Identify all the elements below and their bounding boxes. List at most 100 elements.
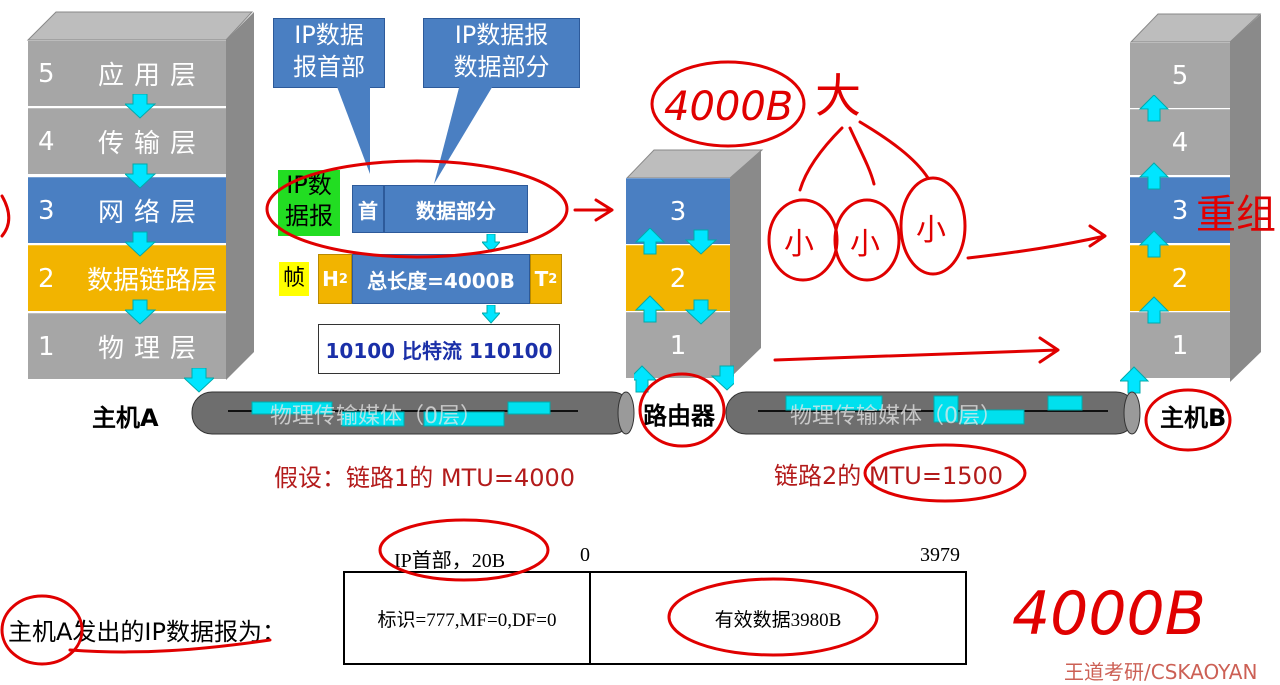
underline-row-label [68, 638, 272, 654]
handwritten-small-3: 小 [916, 213, 946, 248]
layer-number: 4 [38, 126, 55, 157]
host-b-layer-1: 1 [1130, 312, 1230, 378]
bit-block [507, 401, 551, 415]
up-arrow-icon [1138, 230, 1170, 258]
h2-text: H [322, 267, 339, 291]
fragment-oval [767, 198, 839, 282]
callout-ip-data: IP数据报 数据部分 [423, 18, 580, 88]
branch-arrow [848, 126, 876, 186]
bit-block [423, 411, 505, 427]
branch-arrow [798, 126, 844, 192]
ip-datagram-box: 标识=777,MF=0,DF=0 有效数据3980B [343, 571, 967, 665]
host-a-layer-4: 4 传输层 [28, 108, 226, 174]
ip-header-size-label: IP首部，20B [394, 550, 506, 572]
layer-number: 1 [38, 331, 55, 362]
offset-start-label: 0 [580, 544, 590, 566]
host-b-layer-5: 5 [1130, 42, 1230, 108]
down-arrow-icon [710, 365, 734, 391]
host-b-layer-3: 3 [1130, 177, 1230, 243]
frame-total-length: 总长度=4000B [352, 254, 530, 304]
handwritten-small-2: 小 [850, 227, 880, 262]
arrow-over-link2 [773, 336, 1060, 364]
datagram-row-label: 主机A发出的IP数据报为： [8, 618, 286, 646]
t2-subscript: 2 [548, 271, 558, 287]
link1-medium-text: 物理传输媒体（0层） [270, 404, 482, 429]
layer-number: 2 [38, 263, 55, 294]
frame-label: 帧 [279, 262, 309, 296]
callout-header-pointer [336, 84, 370, 174]
layer-name: 传输层 [97, 129, 206, 159]
bit-block [933, 395, 959, 423]
down-arrow-icon [125, 299, 157, 325]
fragment-oval [833, 198, 901, 282]
bit-block [785, 395, 883, 411]
encapsulate-arrow-icon [482, 234, 500, 253]
t2-text: T [534, 267, 549, 291]
packet-head: 首 [352, 185, 384, 233]
bit-block [1047, 395, 1083, 411]
callout-data-pointer [434, 84, 494, 184]
datagram-header-cell: 标识=777,MF=0,DF=0 [345, 573, 591, 663]
arrow-to-host-b [966, 224, 1107, 260]
up-arrow-icon [1138, 296, 1170, 324]
up-arrow-icon [634, 295, 666, 323]
router-arrows [634, 228, 734, 393]
handwritten-size-text: 4000B [664, 84, 793, 130]
circle-host-a [0, 594, 84, 666]
down-arrow-icon [125, 94, 157, 119]
down-arrow-icon [684, 299, 718, 325]
packet-data-part: 数据部分 [384, 185, 528, 233]
router-label: 路由器 [643, 402, 715, 430]
link2-mtu-assumption: 链路2的 MTU=1500 [774, 462, 1004, 490]
datagram-payload-cell: 有效数据3980B [714, 609, 842, 631]
host-a-stack-side [226, 12, 254, 380]
up-arrow-icon [634, 228, 666, 255]
up-arrow-icon [1120, 366, 1150, 394]
bitstream-box: 10100 比特流 110100 [318, 324, 560, 374]
layer-name: 物理层 [97, 334, 206, 364]
callout-ip-header-text: IP数据 报首部 [293, 21, 365, 81]
link1-mtu-assumption: 假设：链路1的 MTU=4000 [274, 464, 576, 492]
host-b-stack-side [1230, 14, 1261, 382]
layer-number: 3 [38, 195, 55, 226]
handwritten-bottom-size: 4000B [1012, 579, 1206, 649]
layer-name: 网络层 [97, 198, 206, 228]
offset-end-label: 3979 [920, 544, 960, 566]
circle-payload [667, 577, 879, 657]
router-layer-3: 3 [626, 178, 730, 244]
handwritten-reassemble: 重组 [1196, 192, 1276, 238]
callout-ip-data-text: IP数据报 数据部分 [453, 21, 550, 81]
link2-medium-text: 物理传输媒体（0层） [790, 404, 1002, 429]
down-arrow-icon [125, 231, 157, 257]
layer-name: 应用层 [97, 61, 206, 91]
router-layer-2: 2 [626, 245, 730, 311]
host-a-layer-5: 5 应用层 [28, 40, 226, 106]
host-a-to-medium-arrow-icon [184, 368, 214, 393]
up-arrow-icon [1138, 95, 1170, 122]
branch-arrow [858, 120, 930, 180]
host-a-layer-3: 3 网络层 [28, 177, 226, 243]
link1-medium [191, 391, 635, 435]
router-stack-side [730, 150, 761, 378]
up-arrow-icon [1138, 162, 1170, 190]
host-b-layer-4: 4 [1130, 109, 1230, 175]
circle-ip-datagram [265, 159, 569, 259]
arrow-to-router [573, 198, 614, 222]
host-a-down-arrows [125, 94, 157, 325]
fragment-oval [899, 176, 967, 276]
circle-mtu-1500 [863, 443, 1027, 503]
host-a-layer-2: 2 数据链路层 [28, 245, 226, 311]
layer-name: 数据链路层 [86, 266, 217, 296]
callout-ip-header: IP数据 报首部 [273, 18, 385, 88]
bit-block [341, 411, 405, 427]
circle-router [638, 372, 726, 448]
encapsulate-arrow-icon [482, 305, 500, 324]
bit-block [959, 409, 1025, 425]
host-b-layer-2: 2 [1130, 245, 1230, 311]
ip-datagram-label: IP数 据报 [278, 170, 340, 236]
bit-block [251, 401, 333, 415]
circle-size-note [650, 60, 806, 148]
down-arrow-icon [684, 229, 718, 255]
